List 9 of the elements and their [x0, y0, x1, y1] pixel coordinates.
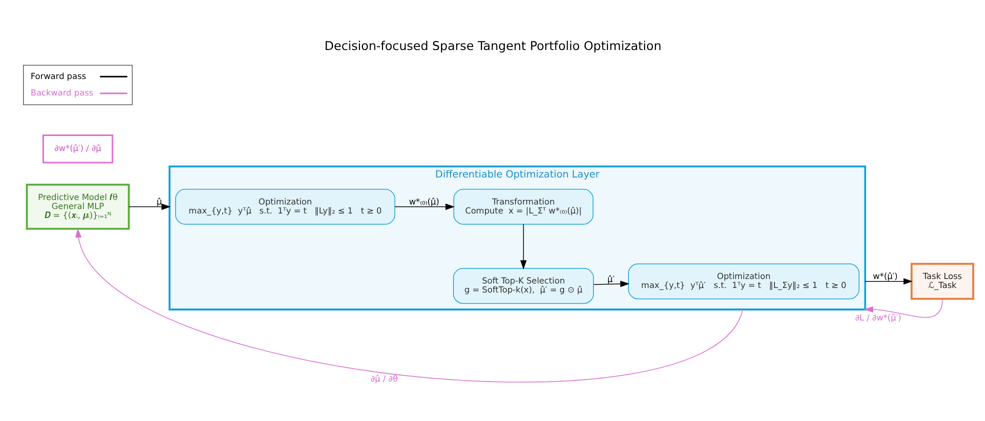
edge-label: w*(μ̂′): [872, 270, 898, 281]
edge-label: μ̂: [156, 196, 162, 206]
edge-label: w*₍₀₎(μ̂): [408, 196, 439, 206]
edge-label: ∂L / ∂w*(μ̂′): [854, 312, 901, 322]
diagram-title: Decision-focused Sparse Tangent Portfolio Optimization: [324, 38, 661, 53]
edge-label: μ̂′: [606, 274, 614, 284]
edge-label: ∂μ̂ / ∂θ: [370, 374, 398, 384]
legend-label: Backward pass: [30, 87, 93, 98]
legend-label: Forward pass: [30, 70, 86, 81]
